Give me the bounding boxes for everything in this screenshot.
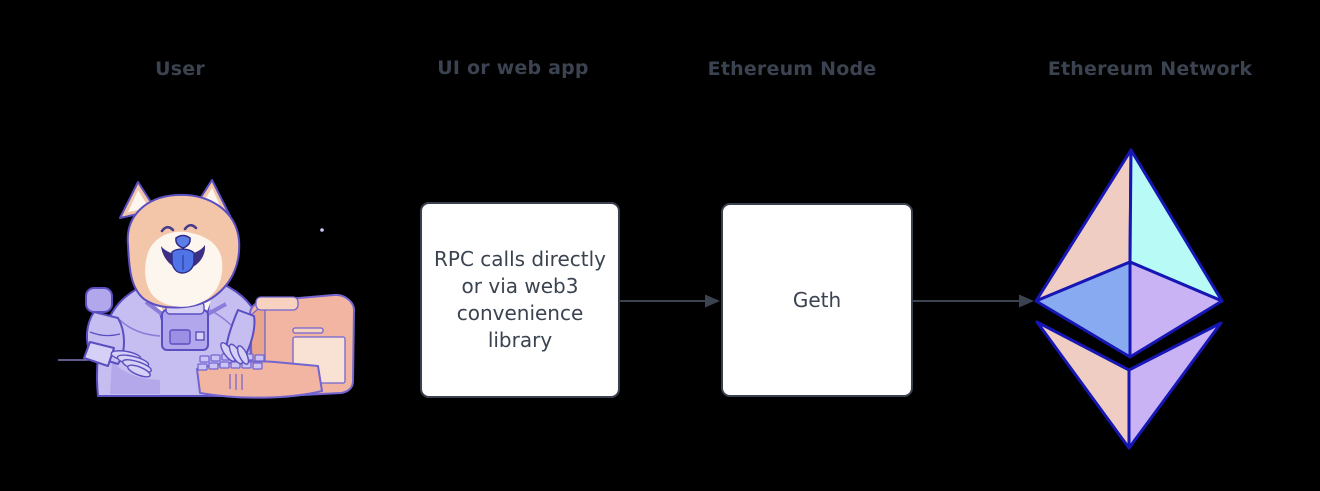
arm-band [89,331,121,337]
sparkle-icon [320,228,324,232]
arrow-node-to-network [913,294,1034,308]
header-ethereum-network: Ethereum Network [1047,58,1253,80]
chest-pack-button [195,331,205,341]
shoulder-plate [85,287,113,313]
robot-finger [127,364,151,378]
chest-strap [207,302,227,316]
suit-shading [110,360,160,394]
doge-astronaut-at-computer-illustration [58,179,355,399]
node-box-label: Geth [792,287,842,312]
ethereum-node-box: Geth [721,203,913,397]
nose [175,234,191,249]
chest-strap [144,300,164,316]
eth-base-right [1127,321,1223,450]
computer-handle [255,296,299,311]
right-eye [183,223,198,231]
ethereum-diamond-logo [1034,148,1224,450]
chest-pack-detail [169,329,191,345]
header-user: User [155,58,205,80]
ui-box-line: convenience [456,301,584,325]
suit-seam [119,319,161,337]
keyboard-vents [229,374,243,390]
ui-web-app-box: RPC calls directly or via web3 convenien… [420,202,620,398]
left-eye [160,225,175,233]
eth-face-mid-right [1128,260,1224,359]
arrow-ui-to-node [620,294,720,308]
header-ethereum-node: Ethereum Node [707,58,877,80]
robot-finger [236,345,250,365]
computer-slot [292,327,324,334]
ui-box-line: library [487,328,553,352]
robot-glove-wrist [83,341,115,367]
ui-box-line: RPC calls directly [434,247,606,271]
ui-box-line: or via web3 [461,274,579,298]
header-ui-or-web-app: UI or web app [437,57,589,79]
